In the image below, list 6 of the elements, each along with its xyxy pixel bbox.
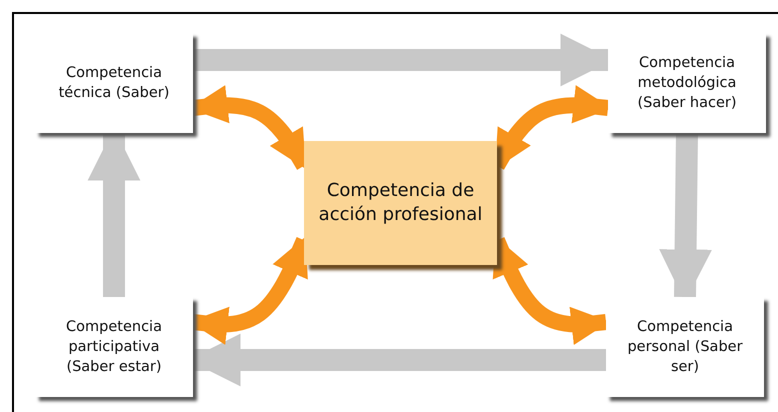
box-label: Competencia participativa (Saber estar) bbox=[65, 318, 163, 378]
center-box bbox=[304, 141, 497, 265]
box-label: Competencia personal (Saber ser) bbox=[626, 318, 744, 378]
box-label: Competencia metodológica (Saber hacer) bbox=[636, 54, 738, 114]
box-label: Competencia técnica (Saber) bbox=[58, 64, 170, 103]
box-label: Competencia de acción profesional bbox=[318, 178, 484, 227]
